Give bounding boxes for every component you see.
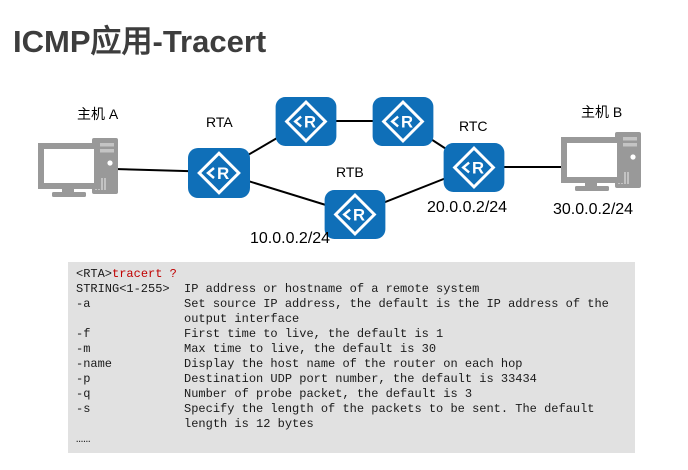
svg-text:R: R xyxy=(353,205,365,224)
router-icon: R xyxy=(443,143,505,192)
host-computer-icon xyxy=(561,132,641,191)
router-rtc-node: R xyxy=(443,143,505,197)
console-panel: <RTA>tracert ? STRING<1-255> IP address … xyxy=(68,262,635,453)
host-b-label: 主机 B xyxy=(581,104,623,120)
host-a-node xyxy=(38,136,120,205)
router-rta-label: RTA xyxy=(206,114,233,130)
console-command: tracert ? xyxy=(112,267,177,281)
host-a-label: 主机 A xyxy=(77,106,119,122)
router-rtc-label: RTC xyxy=(459,118,488,134)
ip-label-host-b: 30.0.0.2/24 xyxy=(553,201,634,218)
router-rtb-label: RTB xyxy=(336,164,364,180)
console-prompt-line: <RTA>tracert ? xyxy=(76,267,627,282)
router-top1-node: R xyxy=(275,97,337,151)
host-b-node xyxy=(561,130,643,199)
host-computer-icon xyxy=(38,138,118,197)
ip-label-rtb: 10.0.0.2/24 xyxy=(250,230,331,247)
router-rta-node: R xyxy=(188,148,250,203)
console-prompt: <RTA> xyxy=(76,267,113,281)
router-rtb-node: R xyxy=(324,190,386,244)
svg-text:R: R xyxy=(217,164,229,183)
svg-text:R: R xyxy=(401,112,413,131)
svg-text:R: R xyxy=(304,112,316,131)
router-icon: R xyxy=(324,190,386,239)
router-top2-node: R xyxy=(372,97,434,151)
svg-text:R: R xyxy=(472,158,484,177)
router-icon: R xyxy=(275,97,337,146)
ip-label-rtc: 20.0.0.2/24 xyxy=(427,199,508,216)
router-icon: R xyxy=(372,97,434,146)
console-output: STRING<1-255> IP address or hostname of … xyxy=(76,282,609,446)
page-title: ICMP应用-Tracert xyxy=(13,24,267,59)
router-icon: R xyxy=(188,148,250,198)
